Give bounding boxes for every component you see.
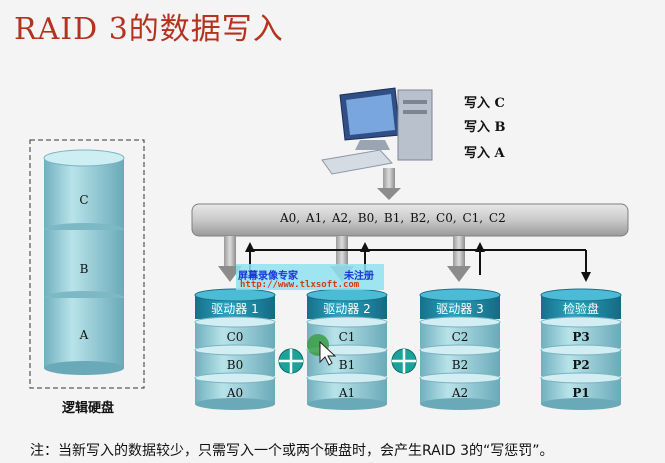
drive-cylinder bbox=[540, 288, 622, 410]
drive-cell: P3 bbox=[572, 330, 590, 344]
drive-cell: P2 bbox=[572, 358, 590, 372]
drive-cell: B2 bbox=[451, 358, 469, 372]
logical-segment-label: A bbox=[79, 328, 89, 342]
drive-cell: B1 bbox=[338, 358, 356, 372]
data-bus bbox=[191, 203, 629, 237]
drive-cell: C0 bbox=[226, 330, 244, 344]
watermark-title: 屏幕录像专家 bbox=[238, 271, 298, 282]
watermark-panel bbox=[236, 264, 384, 290]
logical-disk-caption: 逻辑硬盘 bbox=[62, 401, 115, 416]
arrowheads bbox=[245, 242, 591, 282]
computer-icon bbox=[321, 87, 433, 175]
logical-segment-label: C bbox=[79, 193, 89, 207]
drive-cell: B0 bbox=[226, 358, 244, 372]
drive-cell: A0 bbox=[226, 386, 244, 400]
drive-cell: A1 bbox=[338, 386, 356, 400]
drive-header: 驱动器 2 bbox=[323, 302, 371, 316]
logical-disk bbox=[29, 139, 145, 389]
bus-data-label: A0, A1, A2, B0, B1, B2, C0, C1, C2 bbox=[280, 211, 506, 225]
write-a-label: 写入 A bbox=[464, 146, 505, 161]
logical-segment-label: B bbox=[79, 262, 89, 276]
drive-cell: C1 bbox=[338, 330, 356, 344]
footer-note: 注：当新写入的数据较少，只需写入一个或两个硬盘时，会产生RAID 3的“写惩罚”… bbox=[30, 443, 554, 459]
watermark-unregistered: 未注册 bbox=[344, 271, 374, 282]
watermark-url: http://www.tlxsoft.com bbox=[240, 280, 360, 290]
drive-cylinder bbox=[194, 288, 276, 410]
drive-header: 驱动器 3 bbox=[436, 302, 484, 316]
xor-icon bbox=[278, 348, 304, 374]
write-b-label: 写入 B bbox=[464, 120, 506, 135]
drive-cell: A2 bbox=[451, 386, 469, 400]
page-title: RAID 3的数据写入 bbox=[14, 12, 284, 47]
logical-segment-a bbox=[44, 298, 124, 375]
drive-cylinder bbox=[419, 288, 501, 410]
write-c-label: 写入 C bbox=[464, 96, 505, 111]
xor-icon bbox=[391, 348, 417, 374]
drive-cell: P1 bbox=[572, 386, 590, 400]
cursor-icon bbox=[307, 334, 337, 366]
drive-cell: C2 bbox=[451, 330, 469, 344]
drive-header: 检验盘 bbox=[562, 302, 599, 316]
input-arrow bbox=[377, 168, 401, 200]
drive-header: 驱动器 1 bbox=[211, 302, 259, 316]
